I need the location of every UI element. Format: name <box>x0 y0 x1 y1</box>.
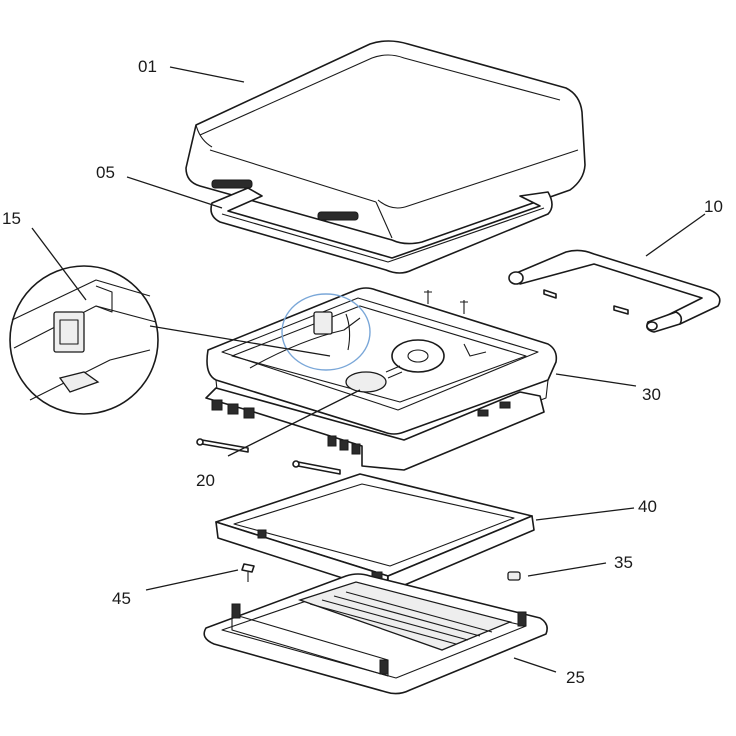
part-25-inner-trim <box>203 573 548 695</box>
part-30-main-frame <box>205 287 558 471</box>
loose-screws <box>196 438 341 475</box>
callout-45: 45 <box>112 589 131 608</box>
callout-15: 15 <box>2 209 21 228</box>
callout-10: 10 <box>704 197 723 216</box>
callout-30: 30 <box>642 385 661 404</box>
highlight-circle <box>281 293 371 371</box>
callout-20: 20 <box>196 471 215 490</box>
part-40-screen-frame <box>215 473 535 593</box>
part-35-clip <box>507 571 521 581</box>
callout-25: 25 <box>566 668 585 687</box>
callout-01: 01 <box>138 57 157 76</box>
part-15-detail-view <box>9 265 159 415</box>
callout-labels: 01 05 10 15 20 25 30 35 40 45 <box>2 57 723 687</box>
part-10-crank-arm <box>508 249 721 333</box>
part-05-cover-frame <box>210 187 553 274</box>
part-45-pin <box>241 563 255 582</box>
callout-35: 35 <box>614 553 633 572</box>
part-01-dome-cover <box>185 40 586 245</box>
callout-40: 40 <box>638 497 657 516</box>
callout-05: 05 <box>96 163 115 182</box>
leader-lines <box>31 66 706 673</box>
